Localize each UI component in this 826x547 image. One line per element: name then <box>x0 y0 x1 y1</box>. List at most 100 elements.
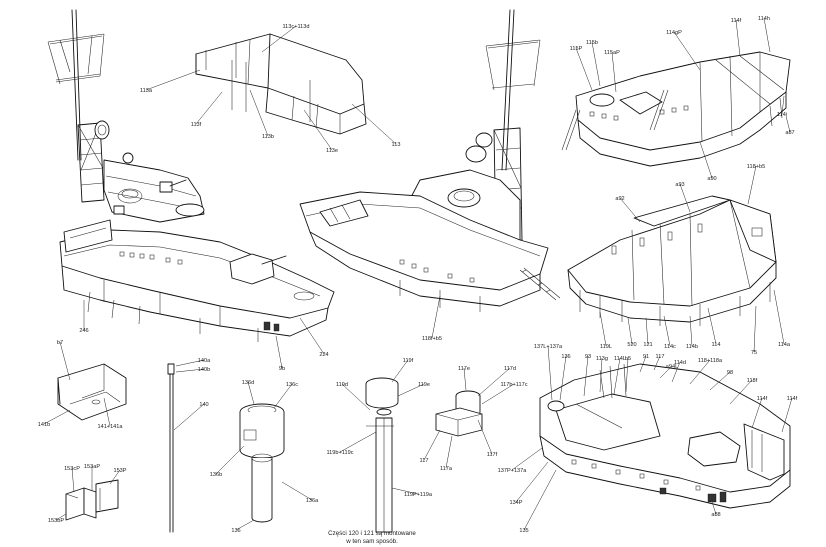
part-label-p95: b5 <box>625 356 631 362</box>
leader-line-p119p <box>391 487 419 495</box>
deck-plan-bottom-right <box>539 363 791 509</box>
part-label-p121: 121 <box>643 342 652 348</box>
leader-line-p520 <box>627 317 633 345</box>
part-label-p93: 93 <box>585 354 591 360</box>
part-label-p113b: 113b <box>262 134 274 140</box>
part-label-p153bp: 153bP <box>48 518 64 524</box>
leader-line-p119 <box>599 311 607 347</box>
part-label-p4a87: a87 <box>785 130 794 136</box>
part-label-p135: 135 <box>519 528 528 534</box>
leader-line-p114a <box>773 289 785 345</box>
leader-line-p119bc <box>339 431 377 453</box>
part-label-p153cp: 153cP <box>64 466 80 472</box>
part-label-p119d: 119d <box>336 382 348 388</box>
part-label-p114f_t: 114f <box>731 18 742 24</box>
leader-line-p117d <box>477 367 511 397</box>
part-label-p91: 91 <box>643 354 649 360</box>
leader-line-p117e <box>463 367 467 391</box>
part-label-p136a: 136a <box>306 498 319 504</box>
leader-line-p98 <box>709 371 731 391</box>
part-label-p75: 75 <box>751 350 757 356</box>
part-label-p114c: 114c <box>664 344 676 350</box>
leader-line-p153p <box>109 469 121 485</box>
part-label-p114_: 114 <box>712 342 721 348</box>
part-label-p140a: 140a <box>198 358 211 364</box>
leader-line-p113g <box>599 357 603 393</box>
leader-line-p114f_c <box>781 397 793 433</box>
leader-line-p153bp <box>55 513 67 521</box>
leader-line-pa92 <box>619 197 641 223</box>
leader-line-p114c <box>663 315 671 347</box>
part-label-p113f: 113f <box>191 122 202 128</box>
leader-line-p119e <box>397 383 425 397</box>
part-label-p118a: 118+118a <box>698 358 723 364</box>
leader-line-p113a_l <box>145 69 201 91</box>
leader-line-p119f <box>391 359 409 383</box>
part-group-pole-140 <box>167 363 175 533</box>
part-label-p115b: 115b <box>586 40 598 46</box>
leader-line-p114i <box>781 95 785 115</box>
part-label-p147: b7 <box>57 340 63 346</box>
part-label-p118f2: 118f <box>747 378 758 384</box>
roof-panel-assembly <box>195 33 367 135</box>
part-label-p136d: 136d <box>242 380 254 386</box>
part-label-p153p: 153P <box>113 468 126 474</box>
part-label-p117s: 117 <box>656 354 665 360</box>
part-label-p141b: 141b <box>38 422 50 428</box>
leader-line-p114b <box>689 315 693 347</box>
part-label-p136b: 136b <box>210 472 222 478</box>
part-label-p119bc: 119b+119c <box>326 450 353 456</box>
leader-line-p121 <box>645 317 649 345</box>
leader-line-p153cp <box>71 467 75 493</box>
part-label-p140b: 140b <box>198 367 210 373</box>
part-label-p117bc: 117b+117c <box>500 382 527 388</box>
leader-line-p115p <box>575 47 593 91</box>
assembly-note-line2: w ten sam sposób. <box>345 538 398 545</box>
part-label-p114f_b: 114f <box>757 396 768 402</box>
part-group-post-119 <box>365 377 399 533</box>
part-label-p9b: 9b <box>279 366 285 372</box>
leader-line-p113b <box>249 89 269 137</box>
leader-line-p134p <box>515 461 549 503</box>
part-label-p137l: 137L+137a <box>534 344 563 350</box>
leader-line-p114d <box>671 361 681 383</box>
part-label-p134p: 134P <box>509 500 522 506</box>
leader-line-p117f <box>477 419 493 455</box>
leader-line-p4a87 <box>785 115 791 133</box>
leader-line-p9b <box>275 335 283 369</box>
leader-line-p135 <box>523 469 557 531</box>
part-label-p119f: 119f <box>403 358 414 364</box>
leader-line-p93 <box>583 355 589 397</box>
deck-section-upper-right <box>561 51 791 167</box>
leader-line-p114gp <box>673 31 701 71</box>
assembly-note-line1: Części 120 i 121 są montowane <box>328 530 416 537</box>
part-label-p114h: 114h <box>758 16 770 22</box>
leader-line-p114l <box>613 357 621 395</box>
part-label-p153ap: 153aP <box>84 464 100 470</box>
leader-line-p118f2 <box>729 379 753 405</box>
leader-line-p117s <box>653 355 661 371</box>
part-label-p113e: 113e <box>326 148 338 154</box>
part-label-p114a: 114a <box>778 342 791 348</box>
leader-line-p117a <box>445 435 453 469</box>
part-label-p490: a90 <box>707 176 716 182</box>
leader-line-p95 <box>625 357 629 393</box>
leader-line-p490 <box>699 141 713 179</box>
ship-view-left <box>47 9 335 342</box>
leader-line-p75 <box>753 305 757 353</box>
part-label-p140: 140 <box>199 402 208 408</box>
leader-line-p141a <box>103 397 111 427</box>
part-labels: 113c+113d113a113f113b113e1132462249b118f… <box>38 16 798 534</box>
leader-line-p140 <box>173 403 205 431</box>
part-label-p136c: 136c <box>286 382 298 388</box>
leader-line-p141b <box>43 409 71 425</box>
leader-line-p113 <box>351 103 397 145</box>
part-label-p117e: 117e <box>458 366 470 372</box>
part-label-p119p: 119P+119a <box>404 492 433 498</box>
part-label-p494l: a94L <box>666 364 678 370</box>
part-label-p113g: 113g <box>596 356 608 362</box>
part-label-p117d: 117d <box>504 366 516 372</box>
ship-view-right <box>299 9 561 312</box>
